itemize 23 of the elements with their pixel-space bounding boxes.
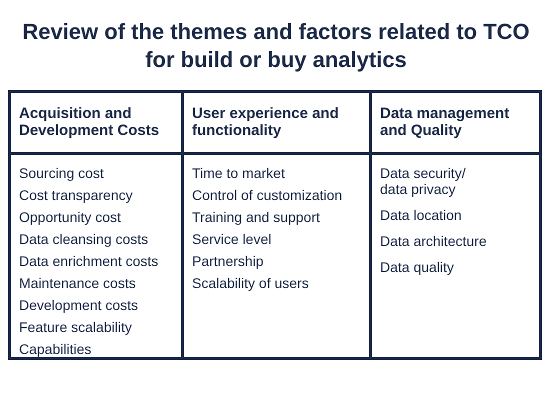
- list-item: Training and support: [192, 209, 320, 225]
- list-item: Data architecture: [380, 233, 487, 249]
- list-item: Data security/ data privacy: [380, 165, 467, 197]
- list-item: Control of customization: [192, 187, 342, 203]
- list-item: Capabilities: [19, 341, 92, 357]
- list-item: Scalability of users: [192, 275, 309, 291]
- list-item: Time to market: [192, 165, 285, 181]
- list-item: Data enrichment costs: [19, 253, 158, 269]
- list-item: Sourcing cost: [19, 165, 104, 181]
- list-item: Data quality: [380, 259, 454, 275]
- column-heading: Data management and Quality: [380, 105, 510, 139]
- list-item: Feature scalability: [19, 319, 132, 335]
- list-item: Development costs: [19, 297, 138, 313]
- list-item: Maintenance costs: [19, 275, 136, 291]
- list-item: Cost transparency: [19, 187, 133, 203]
- list-item: Partnership: [192, 253, 264, 269]
- title: Review of the themes and factors related to TCO for build or buy analytics: [21, 18, 531, 74]
- list-item: Data location: [380, 207, 462, 223]
- list-item: Data cleansing costs: [19, 231, 148, 247]
- list-item: Service level: [192, 231, 272, 247]
- column-heading: Acquisition and Development Costs: [19, 105, 160, 139]
- list-item: Opportunity cost: [19, 209, 121, 225]
- column-heading: User experience and functionality: [192, 105, 340, 139]
